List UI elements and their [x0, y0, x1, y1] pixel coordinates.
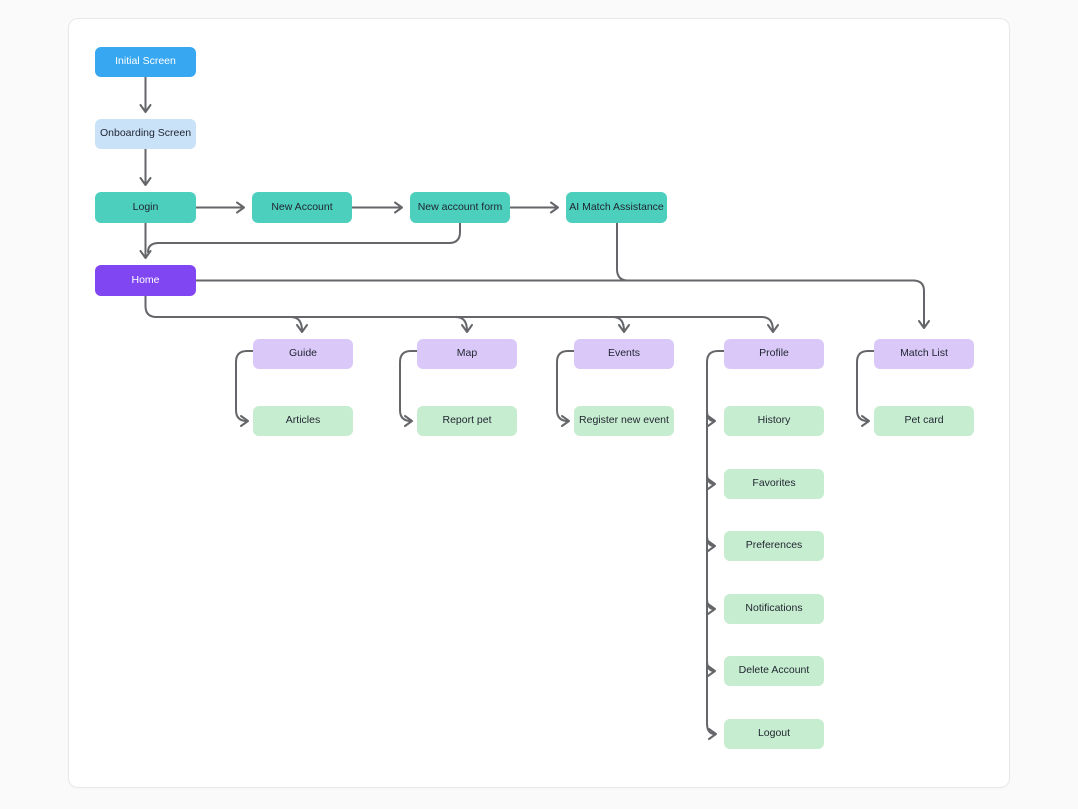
node-login[interactable]: Login — [95, 192, 196, 223]
node-onboarding-screen[interactable]: Onboarding Screen — [95, 119, 196, 149]
node-preferences[interactable]: Preferences — [724, 531, 824, 561]
node-initial-screen[interactable]: Initial Screen — [95, 47, 196, 77]
node-guide[interactable]: Guide — [253, 339, 353, 369]
node-map[interactable]: Map — [417, 339, 517, 369]
node-events[interactable]: Events — [574, 339, 674, 369]
node-report-pet[interactable]: Report pet — [417, 406, 517, 436]
node-pet-card[interactable]: Pet card — [874, 406, 974, 436]
node-articles[interactable]: Articles — [253, 406, 353, 436]
node-new-account[interactable]: New Account — [252, 192, 352, 223]
diagram-canvas — [68, 18, 1010, 788]
node-profile[interactable]: Profile — [724, 339, 824, 369]
node-match-list[interactable]: Match List — [874, 339, 974, 369]
node-register-new-event[interactable]: Register new event — [574, 406, 674, 436]
node-notifications[interactable]: Notifications — [724, 594, 824, 624]
node-delete-account[interactable]: Delete Account — [724, 656, 824, 686]
node-logout[interactable]: Logout — [724, 719, 824, 749]
node-favorites[interactable]: Favorites — [724, 469, 824, 499]
node-home[interactable]: Home — [95, 265, 196, 296]
node-ai-match-assistance[interactable]: AI Match Assistance — [566, 192, 667, 223]
node-history[interactable]: History — [724, 406, 824, 436]
node-new-account-form[interactable]: New account form — [410, 192, 510, 223]
